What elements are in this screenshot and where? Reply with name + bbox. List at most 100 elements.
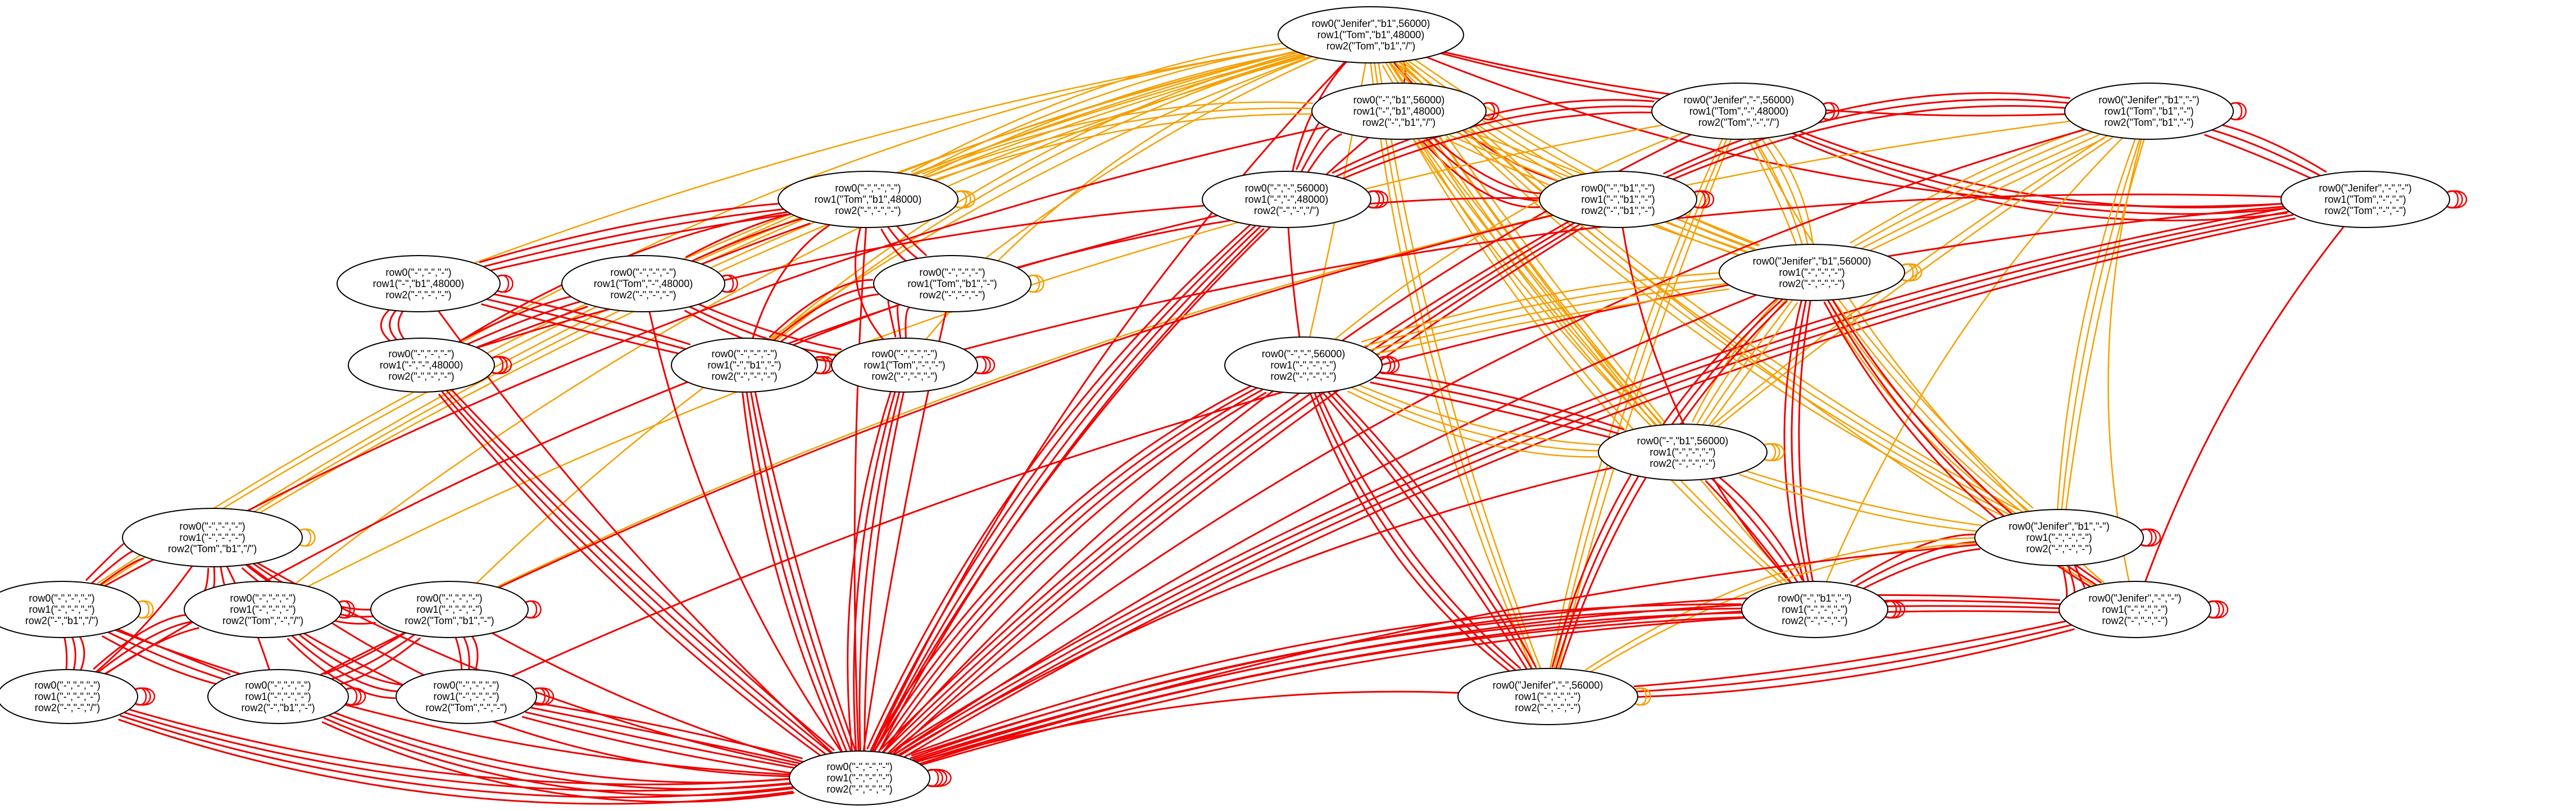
self-loop-n17 [298, 529, 316, 547]
state-node-row-label: row0("Jenifer","-",56000) [1684, 94, 1794, 106]
edge-n19-n28 [114, 629, 791, 776]
node-layer: row0("Jenifer","b1",56000)row1("Tom","b1… [0, 6, 2450, 806]
edge-n11-n18 [1832, 298, 2029, 511]
edge-n15-n16 [1351, 386, 1600, 452]
self-loop-n6 [1692, 190, 1715, 209]
edge-n27-n23 [1635, 624, 2073, 693]
edge-n3-n11 [1854, 130, 2095, 247]
self-loop-n11 [1900, 263, 1923, 282]
state-node-ellipse [1651, 83, 1827, 140]
edge-n0-n21 [476, 55, 1312, 584]
edge-n13-n28 [749, 390, 852, 752]
edge-n8-n28 [437, 310, 834, 754]
state-node-row-label: row1("-","-","-") [1515, 691, 1580, 702]
edge-n19-n24 [71, 636, 76, 671]
state-node-row-label: row1("-","-","-") [29, 604, 94, 615]
state-node-row-label: row2("-","b1","-") [1581, 205, 1655, 216]
edge-n18-n27 [1585, 537, 1975, 671]
edge-n1-n5 [1300, 128, 1332, 173]
edge-n2-n5 [1332, 99, 1655, 174]
state-node-row-label: row2("-","b1","/") [1362, 117, 1435, 128]
edge-n17-n19 [90, 550, 134, 585]
edge-n3-n6 [1668, 105, 2069, 182]
state-node-row-label: row1("-","b1","-") [1581, 194, 1655, 205]
state-node-row-label: row2("-","-","-") [1782, 615, 1847, 626]
state-node-row-label: row0("Jenifer","-","-") [2319, 183, 2411, 194]
edge-n7-n28 [893, 207, 2290, 752]
edge-n0-n18 [1395, 62, 2012, 517]
edge-n11-n15 [1367, 283, 1727, 352]
edge-n20-n24 [93, 614, 188, 670]
state-node-ellipse [778, 171, 958, 228]
edge-n2-n11 [1766, 135, 1814, 243]
state-node: row0("Jenifer","b1",56000)row1("-","-","… [1719, 244, 1905, 301]
edge-n4-n8 [482, 208, 785, 268]
edge-n15-n16 [1354, 383, 1601, 445]
state-node-row-label: row1("Tom","-","-") [864, 360, 945, 371]
edge-n16-n22 [1711, 477, 1798, 583]
edge-n11-n22 [1783, 299, 1805, 583]
edge-n0-n18 [1401, 57, 2019, 511]
edge-n21-n26 [471, 635, 479, 670]
state-node-row-label: row2("-","-","/") [1254, 205, 1319, 216]
edge-n0-n18 [1392, 65, 2009, 520]
state-node-ellipse [2280, 171, 2450, 228]
edge-n9-n12 [461, 295, 575, 341]
state-node-row-label: row2("-","-","-") [711, 371, 777, 382]
edge-n11-n15 [1370, 288, 1729, 356]
state-node-row-label: row1("-","-","-") [1650, 447, 1715, 458]
edge-n20-n26 [295, 631, 402, 686]
self-loop-n3 [2229, 102, 2247, 120]
edge-n5-n15 [1287, 226, 1301, 338]
edge-n19-n25 [107, 631, 225, 680]
state-node: row0("Jenifer","-",56000)row1("Tom","-",… [1651, 83, 1827, 140]
state-node-ellipse [337, 255, 501, 312]
edge-n0-n11 [1409, 55, 1759, 247]
edge-n21-n25 [330, 634, 416, 680]
state-node-row-label: row2("-","-","-") [1650, 458, 1715, 469]
edge-n3-n21 [496, 120, 2071, 588]
state-node: row0("-","b1",56000)row1("-","b1",48000)… [1311, 83, 1487, 140]
state-node-row-label: row1("-","-","-") [1270, 360, 1336, 371]
edge-n8-n13 [481, 303, 683, 355]
edge-n14-n28 [858, 391, 901, 752]
self-loop-n12 [490, 356, 512, 375]
state-node-row-label: row1("-","-","-") [1779, 267, 1844, 278]
state-node: row0("-","-","-")row1("Tom","-","-")row2… [831, 338, 978, 393]
state-node-row-label: row2("-","-","-") [610, 289, 676, 301]
state-node-ellipse [561, 255, 725, 312]
edge-n27-n15 [1327, 391, 1533, 670]
state-node-row-label: row0("-","b1","-") [1778, 593, 1851, 604]
state-node: row0("Jenifer","b1",56000)row1("Tom","b1… [1278, 6, 1464, 63]
state-node-ellipse [1224, 336, 1383, 394]
state-node-row-label: row1("-","b1",48000) [373, 278, 465, 289]
edge-n2-n11 [1748, 140, 1798, 248]
state-node-row-label: row0("-","-","-") [416, 593, 482, 604]
state-node-row-label: row2("-","-","-") [871, 371, 937, 382]
edge-n18-n23 [2073, 562, 2086, 588]
edge-n18-n22 [1850, 534, 1975, 583]
self-loop-n21 [524, 600, 542, 618]
state-node-ellipse [207, 669, 349, 724]
state-node-row-label: row0("Jenifer","-","-") [2088, 593, 2181, 604]
state-node: row0("-","-","-")row1("-","-","-")row2("… [122, 508, 303, 567]
state-node-row-label: row0("-","b1",56000) [1353, 94, 1445, 106]
edge-n25-n28 [321, 721, 794, 803]
state-node: row0("-","-",56000)row1("-","-",48000)ro… [1202, 171, 1371, 228]
self-loop-n16 [1762, 443, 1785, 462]
state-node-row-label: row2("-","b1","/") [25, 615, 98, 626]
state-node-ellipse [789, 750, 930, 806]
state-node-ellipse [1202, 171, 1371, 228]
edge-n0-n27 [1378, 61, 1541, 669]
self-loop-n22 [1883, 600, 1906, 619]
edge-n3-n7 [2218, 123, 2327, 173]
edge-n1-n4 [925, 107, 1313, 179]
edge-n16-n28 [897, 467, 1614, 757]
state-node: row0("Jenifer","-",56000)row1("-","-","-… [1457, 668, 1638, 725]
edge-n0-n4 [914, 47, 1290, 176]
self-loop-n23 [2206, 600, 2229, 619]
state-node-ellipse [2059, 581, 2211, 638]
state-node: row0("-","-","-")row1("-","-","-")row2("… [0, 669, 138, 724]
edge-n7-n28 [897, 214, 2294, 758]
state-node-row-label: row2("-","-","-") [919, 289, 985, 301]
